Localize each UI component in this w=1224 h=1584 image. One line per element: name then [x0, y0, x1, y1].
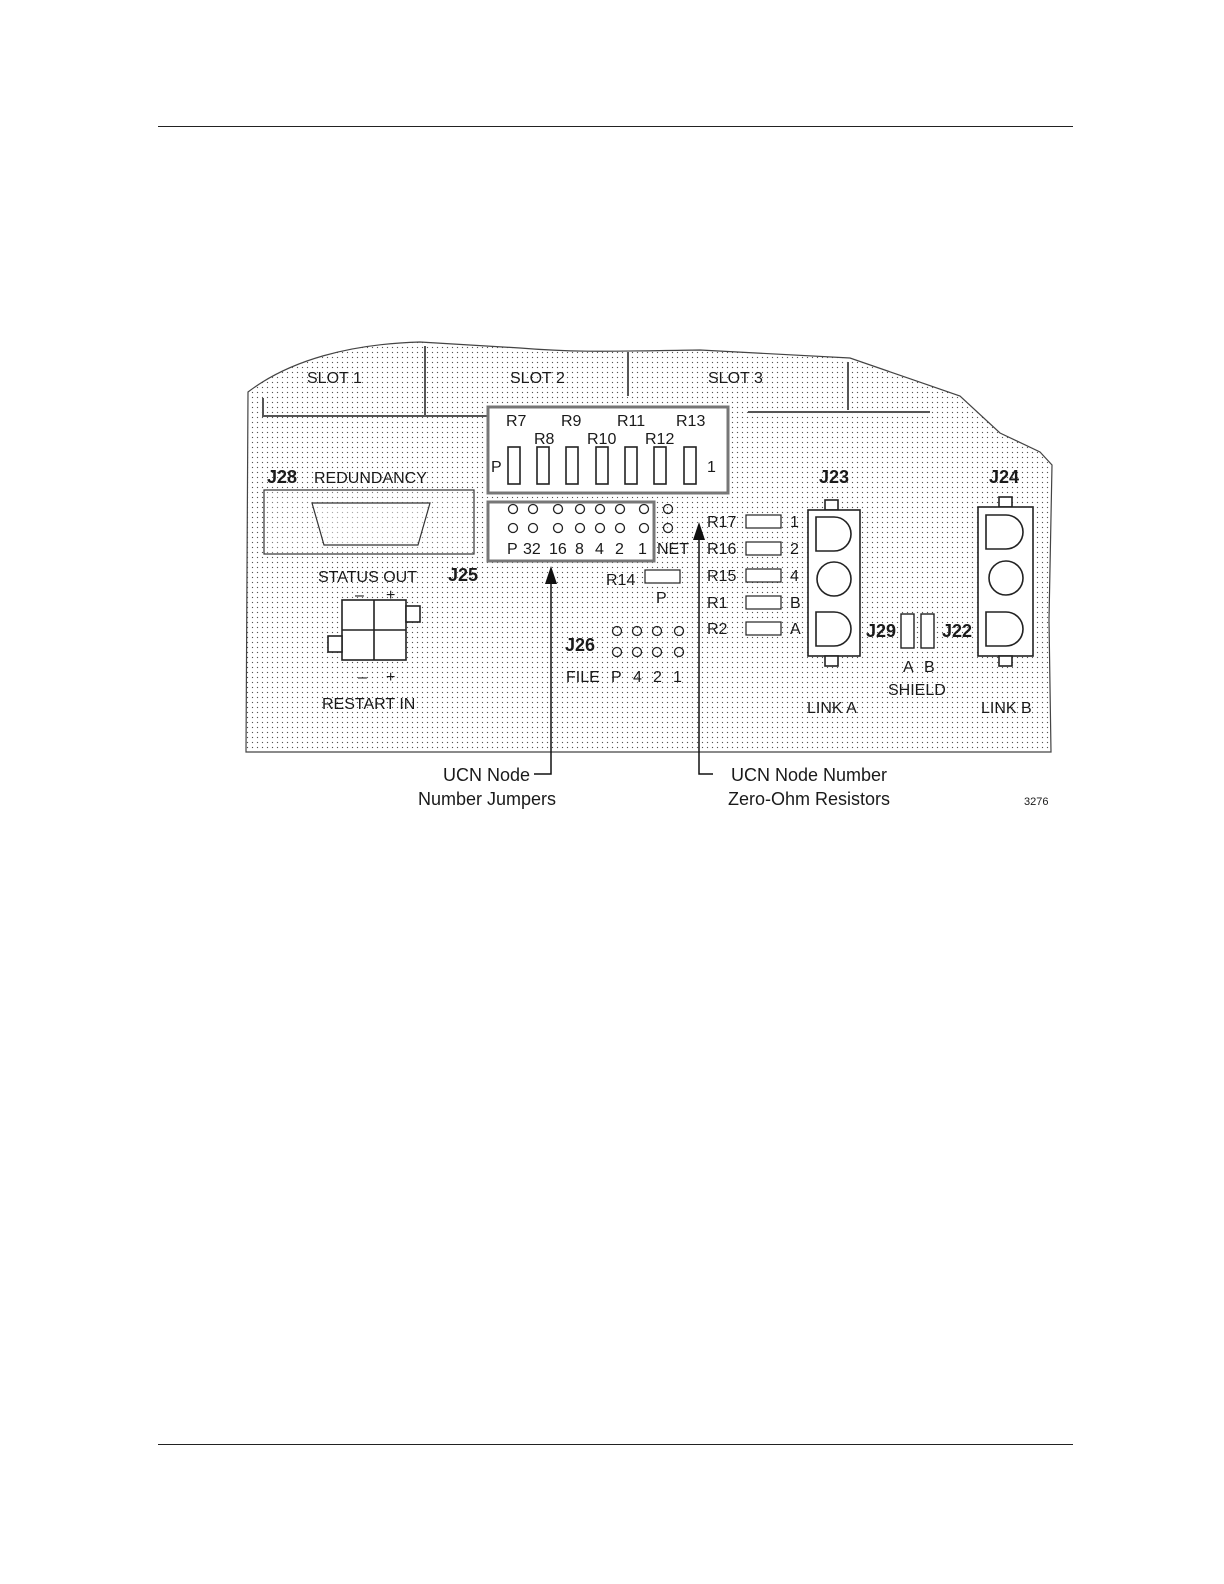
j25-pin-label-4: 4 [595, 541, 604, 558]
callout-jumpers-line2: Number Jumpers [418, 789, 556, 809]
resistor-label-r13: R13 [676, 413, 705, 430]
resistor-block-1-mark: 1 [707, 459, 716, 476]
callout-resistors-line2: Zero-Ohm Resistors [728, 789, 890, 809]
j25-pin-label-32: 32 [523, 541, 541, 558]
resistor-label-r2: R2 [707, 621, 728, 638]
slot-1-label: SLOT 1 [307, 370, 362, 387]
j25-pin-label-2: 2 [615, 541, 624, 558]
j22-label: J22 [942, 621, 972, 641]
resistor-label-r15: R15 [707, 568, 736, 585]
j22-jumper [921, 614, 934, 648]
shield-label: SHIELD [888, 682, 946, 699]
j25-net-label: NET [657, 541, 689, 558]
slot-2-label: SLOT 2 [510, 370, 565, 387]
j26-4-label: 4 [633, 669, 642, 686]
j29-label: J29 [866, 621, 896, 641]
j23-link-a-connector [808, 500, 860, 666]
resistor-block: R7 R9 R11 R13 R8 R10 R12 P 1 [488, 407, 728, 493]
resistor-r1 [746, 596, 781, 609]
resistor-r17 [746, 515, 781, 528]
j25-pin-label-8: 8 [575, 541, 584, 558]
callout-resistors-line1: UCN Node Number [731, 765, 887, 785]
resistor-block-p-mark: P [491, 459, 502, 476]
j26-label: J26 [565, 635, 595, 655]
resistor-label-r11: R11 [617, 413, 645, 430]
resistor-r14 [645, 570, 680, 583]
resistor-label-r7: R7 [506, 413, 527, 430]
j25-label: J25 [448, 565, 478, 585]
j26-file-label: FILE [566, 669, 600, 686]
j25-pin-label-1: 1 [638, 541, 647, 558]
r14-label: R14 [606, 572, 635, 589]
resistor-value-2: 2 [790, 541, 799, 558]
restart-in-plus: + [386, 669, 395, 686]
j28-connector [264, 490, 474, 554]
j25-pin-label-p: P [507, 541, 518, 558]
restart-in-label: RESTART IN [322, 696, 415, 713]
resistor-label-r12: R12 [645, 431, 674, 448]
resistor-label-r16: R16 [707, 541, 736, 558]
j29-jumper [901, 614, 914, 648]
link-b-label: LINK B [981, 700, 1032, 717]
resistor-value-b: B [790, 595, 801, 612]
shield-a-label: A [903, 659, 914, 676]
status-out-label: STATUS OUT [318, 569, 417, 586]
callout-jumpers-line1: UCN Node [443, 765, 530, 785]
j26-p-label: P [611, 669, 622, 686]
j28-label: J28 [267, 467, 297, 487]
r14-p-label: P [656, 590, 667, 607]
link-a-label: LINK A [807, 700, 857, 717]
resistor-value-4: 4 [790, 568, 799, 585]
resistor-label-r10: R10 [587, 431, 616, 448]
j23-label: J23 [819, 467, 849, 487]
resistor-label-r9: R9 [561, 413, 582, 430]
restart-in-minus: – [358, 669, 367, 686]
j24-label: J24 [989, 467, 1019, 487]
resistor-label-r1: R1 [707, 595, 728, 612]
redundancy-label: REDUNDANCY [314, 470, 427, 487]
j26-2-label: 2 [653, 669, 662, 686]
resistor-r2 [746, 622, 781, 635]
j25-pin-label-16: 16 [549, 541, 567, 558]
resistor-r15 [746, 569, 781, 582]
resistor-label-r17: R17 [707, 514, 736, 531]
j26-1-label: 1 [673, 669, 682, 686]
shield-b-label: B [924, 659, 935, 676]
j24-link-b-connector [978, 497, 1033, 666]
resistor-label-r8: R8 [534, 431, 555, 448]
resistor-r16 [746, 542, 781, 555]
resistor-value-a: A [790, 621, 801, 638]
resistor-value-1: 1 [790, 514, 799, 531]
slot-3-label: SLOT 3 [708, 370, 763, 387]
status-restart-connector [328, 600, 420, 660]
figure-number: 3276 [1024, 796, 1048, 808]
